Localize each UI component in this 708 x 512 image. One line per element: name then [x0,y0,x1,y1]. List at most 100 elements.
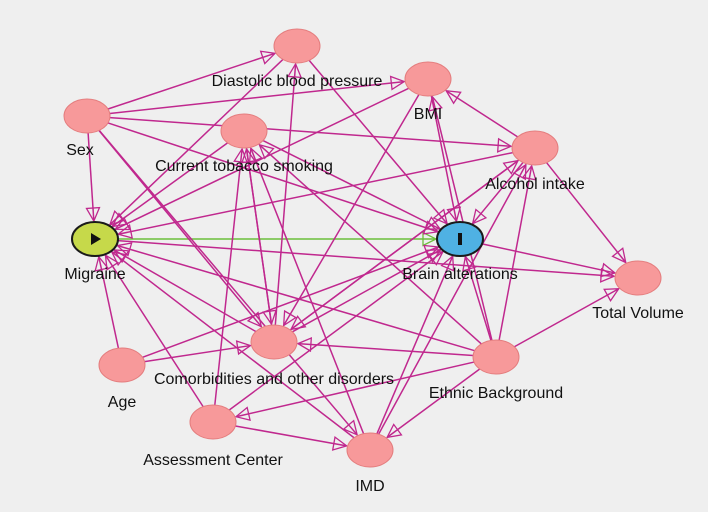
edge-line [289,160,519,331]
edge-ethnic-to-comorb[interactable] [296,337,474,357]
arrowhead [331,436,349,451]
node-assess[interactable] [189,404,237,440]
edge-line [235,425,347,447]
node-label-assess: Assessment Center [143,452,283,469]
edge-line [376,255,454,435]
node-label-sex: Sex [66,142,94,159]
edge-line [514,288,620,348]
edge-alcohol-to-tv[interactable] [546,162,627,264]
edge-migraine-to-brain[interactable] [118,231,438,247]
node-tv[interactable] [614,260,662,296]
edge-line [142,246,439,359]
edge-comorb-to-dbp[interactable] [274,62,303,326]
edge-sex-to-bmi[interactable] [109,75,406,115]
node-brain[interactable] [436,221,484,257]
edge-sex-to-dbp[interactable] [107,50,277,110]
edge-smoke-to-migraine[interactable] [111,142,229,228]
edge-ethnic-to-migraine[interactable] [115,242,475,352]
edge-ethnic-to-bmi[interactable] [428,95,493,341]
edge-line [87,132,95,222]
edge-age-to-brain[interactable] [142,244,440,359]
nodes-layer [63,28,662,468]
node-bmi[interactable] [404,61,452,97]
node-migraine[interactable] [71,221,119,257]
node-ellipse [189,404,237,440]
node-alcohol[interactable] [511,130,559,166]
edge-line [377,164,527,435]
edge-line [113,249,257,333]
edge-dbp-to-brain[interactable] [308,59,449,225]
edge-ethnic-to-smoke[interactable] [258,143,482,345]
arrowhead [104,253,120,271]
edge-line [430,95,458,222]
edge-line [235,361,475,418]
edge-alcohol-to-migraine[interactable] [116,151,514,239]
edge-line [214,148,243,406]
edge-line [228,251,444,411]
edge-line [109,80,405,115]
edge-imd-to-migraine[interactable] [110,250,355,439]
edge-alcohol-to-bmi[interactable] [444,89,519,138]
arrowhead [512,163,527,181]
node-label-age: Age [108,394,137,411]
edge-comorb-to-alcohol[interactable] [289,159,520,331]
arrowhead [440,254,455,272]
node-ellipse [404,61,452,97]
edge-sex-to-migraine[interactable] [85,132,101,223]
arrowhead [471,208,488,225]
edge-migraine-to-tv[interactable] [117,239,616,283]
edge-ethnic-to-imd[interactable] [385,368,481,439]
edge-ethnic-to-alcohol[interactable] [498,164,537,341]
node-sex[interactable] [63,98,111,134]
node-label-ethnic: Ethnic Background [429,385,563,402]
node-smoke[interactable] [220,113,268,149]
node-label-bmi: BMI [414,106,442,123]
arrowhead [258,143,275,160]
arrowhead [110,250,128,267]
arrowhead [248,146,263,164]
node-ellipse [250,324,298,360]
node-label-tv: Total Volume [592,305,684,322]
edge-line [297,342,474,357]
edge-assess-to-smoke[interactable] [214,147,249,406]
edge-age-to-migraine[interactable] [94,255,120,349]
edge-line [445,90,519,138]
arrowhead [287,62,303,79]
edge-line [144,344,251,363]
edge-assess-to-migraine[interactable] [104,253,204,408]
play-icon [91,233,101,245]
edge-ethnic-to-assess[interactable] [234,361,475,422]
arrowhead [599,267,616,283]
arrowhead [233,147,249,164]
node-dbp[interactable] [273,28,321,64]
edge-line [98,256,120,349]
edge-assess-to-imd[interactable] [235,425,349,451]
edge-assess-to-brain[interactable] [228,250,445,411]
edge-line [258,144,482,345]
edge-smoke-to-brain[interactable] [262,139,442,230]
edge-imd-to-alcohol[interactable] [377,163,527,435]
edge-ethnic-to-tv[interactable] [514,288,620,348]
node-label-migraine: Migraine [64,266,125,283]
arrowhead [428,95,443,112]
edge-line [109,116,512,148]
node-comorb[interactable] [250,324,298,360]
edge-line [386,368,481,438]
edge-line [107,122,439,233]
node-ethnic[interactable] [472,339,520,375]
edge-line [250,147,365,434]
edge-line [117,244,475,352]
node-age[interactable] [98,347,146,383]
arrowhead [282,309,298,327]
edge-sex-to-alcohol[interactable] [109,116,513,153]
arrowhead [444,89,462,105]
arrowhead [600,262,617,278]
edge-brain-to-tv[interactable] [481,243,617,278]
edge-imd-to-smoke[interactable] [248,146,365,434]
node-ellipse [346,432,394,468]
arrowhead [389,75,406,91]
edge-imd-to-brain[interactable] [376,254,455,435]
node-imd[interactable] [346,432,394,468]
edge-line [308,59,448,225]
edge-line [464,256,492,341]
